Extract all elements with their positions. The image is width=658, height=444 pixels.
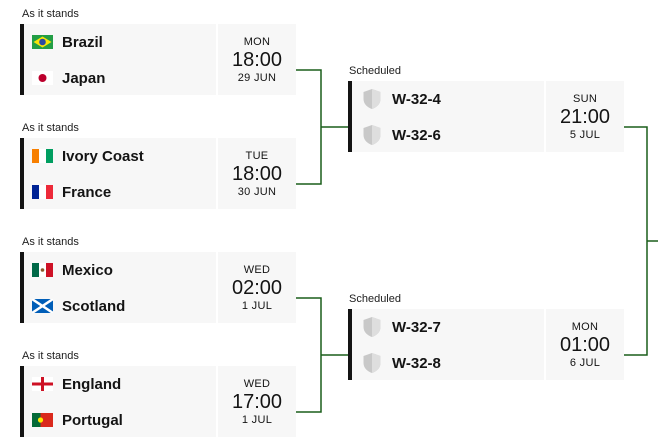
kickoff-clock: 02:00	[231, 276, 283, 299]
japan-flag-icon	[32, 71, 53, 85]
kickoff-day: MON	[243, 35, 271, 48]
kickoff-date: 6 JUL	[569, 356, 601, 369]
match-status: As it stands	[22, 122, 79, 134]
kickoff-clock: 18:00	[231, 162, 283, 185]
scotland-flag-icon	[32, 299, 53, 313]
team-name: W-32-6	[392, 126, 441, 144]
england-flag-icon	[32, 377, 53, 391]
team-row[interactable]: W-32-7	[352, 309, 624, 345]
kickoff-time: MON 18:00 29 JUN	[216, 24, 296, 95]
match-teams: Brazil Japan	[24, 24, 296, 95]
team-name: W-32-4	[392, 90, 441, 108]
match-accent-bar	[348, 81, 352, 152]
shield-placeholder-icon	[363, 353, 381, 373]
match-status: As it stands	[22, 236, 79, 248]
match-status: Scheduled	[349, 293, 401, 305]
shield-placeholder-icon	[363, 125, 381, 145]
kickoff-day: SUN	[572, 92, 598, 105]
match-teams: Mexico Scotland	[24, 252, 296, 323]
team-row[interactable]: Portugal	[24, 402, 296, 438]
team-name: W-32-7	[392, 318, 441, 336]
match-card-w-32-4-w-32-6[interactable]: W-32-4 W-32-6 SUN 21:00 5 JUL	[348, 81, 624, 152]
team-row[interactable]: Ivory Coast	[24, 138, 296, 174]
france-flag-icon	[32, 185, 53, 199]
shield-placeholder-icon	[363, 89, 381, 109]
team-name: Ivory Coast	[62, 147, 144, 165]
match-card-england-portugal[interactable]: England Portugal WED 17:00 1 JUL	[20, 366, 296, 437]
match-accent-bar	[20, 24, 24, 95]
portugal-flag-icon	[32, 413, 53, 427]
kickoff-date: 29 JUN	[237, 71, 277, 84]
team-name: England	[62, 375, 122, 393]
match-card-brazil-japan[interactable]: Brazil Japan MON 18:00 29 JUN	[20, 24, 296, 95]
bracket-line	[296, 297, 322, 413]
kickoff-clock: 01:00	[559, 333, 611, 356]
match-card-mexico-scotland[interactable]: Mexico Scotland WED 02:00 1 JUL	[20, 252, 296, 323]
match-teams: W-32-7 W-32-8	[352, 309, 624, 380]
match-accent-bar	[20, 252, 24, 323]
team-name: Japan	[62, 69, 106, 87]
kickoff-time: WED 02:00 1 JUL	[216, 252, 296, 323]
match-status: As it stands	[22, 350, 79, 362]
team-row[interactable]: England	[24, 366, 296, 402]
kickoff-date: 5 JUL	[569, 128, 601, 141]
team-row[interactable]: Brazil	[24, 24, 296, 60]
match-card-ivory-coast-france[interactable]: Ivory Coast France TUE 18:00 30 JUN	[20, 138, 296, 209]
team-name: Portugal	[62, 411, 123, 429]
shield-placeholder-icon	[363, 317, 381, 337]
kickoff-time: SUN 21:00 5 JUL	[544, 81, 624, 152]
team-row[interactable]: W-32-4	[352, 81, 624, 117]
kickoff-date: 30 JUN	[237, 185, 277, 198]
team-name: W-32-8	[392, 354, 441, 372]
match-teams: England Portugal	[24, 366, 296, 437]
kickoff-day: WED	[243, 377, 271, 390]
team-row[interactable]: W-32-6	[352, 117, 624, 153]
kickoff-date: 1 JUL	[241, 299, 273, 312]
kickoff-day: WED	[243, 263, 271, 276]
kickoff-day: MON	[571, 320, 599, 333]
team-row[interactable]: W-32-8	[352, 345, 624, 381]
kickoff-day: TUE	[245, 149, 269, 162]
team-row[interactable]: Mexico	[24, 252, 296, 288]
match-status: Scheduled	[349, 65, 401, 77]
team-row[interactable]: Scotland	[24, 288, 296, 324]
mexico-flag-icon	[32, 263, 53, 277]
ivory-coast-flag-icon	[32, 149, 53, 163]
bracket-line	[296, 69, 322, 185]
kickoff-clock: 17:00	[231, 390, 283, 413]
kickoff-time: WED 17:00 1 JUL	[216, 366, 296, 437]
team-name: France	[62, 183, 112, 201]
match-accent-bar	[20, 366, 24, 437]
team-name: Scotland	[62, 297, 126, 315]
match-teams: W-32-4 W-32-6	[352, 81, 624, 152]
match-accent-bar	[348, 309, 352, 380]
team-name: Brazil	[62, 33, 103, 51]
kickoff-time: TUE 18:00 30 JUN	[216, 138, 296, 209]
bracket-line	[624, 126, 648, 356]
team-row[interactable]: Japan	[24, 60, 296, 96]
team-name: Mexico	[62, 261, 113, 279]
kickoff-clock: 18:00	[231, 48, 283, 71]
match-status: As it stands	[22, 8, 79, 20]
brazil-flag-icon	[32, 35, 53, 49]
match-teams: Ivory Coast France	[24, 138, 296, 209]
kickoff-date: 1 JUL	[241, 413, 273, 426]
team-row[interactable]: France	[24, 174, 296, 210]
kickoff-clock: 21:00	[559, 105, 611, 128]
match-accent-bar	[20, 138, 24, 209]
match-card-w-32-7-w-32-8[interactable]: W-32-7 W-32-8 MON 01:00 6 JUL	[348, 309, 624, 380]
kickoff-time: MON 01:00 6 JUL	[544, 309, 624, 380]
